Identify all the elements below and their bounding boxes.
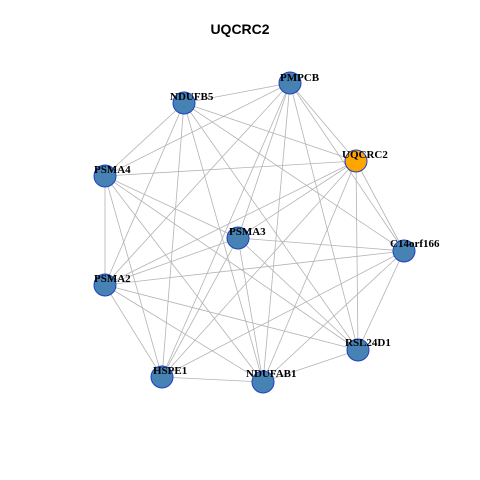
edge-PMPCB-HSPE1 [161, 82, 291, 378]
node-layer [93, 71, 416, 394]
edge-PSMA3-NDUFAB1 [237, 237, 264, 383]
edge-PSMA4-PSMA3 [104, 175, 239, 239]
edge-PSMA3-PSMA2 [104, 237, 239, 286]
edge-C14orf166-RSL24D1 [357, 250, 405, 351]
edge-PSMA4-RSL24D1 [104, 175, 359, 351]
edge-PMPCB-PSMA4 [104, 82, 291, 177]
node-label-NDUFB5: NDUFB5 [170, 91, 214, 103]
edge-PMPCB-NDUFAB1 [262, 82, 291, 383]
edge-PMPCB-RSL24D1 [289, 82, 359, 351]
node-HSPE1 [150, 365, 174, 389]
edge-PMPCB-PSMA2 [104, 82, 291, 286]
node-label-UQCRC2: UQCRC2 [342, 149, 388, 161]
node-label-PSMA3: PSMA3 [229, 226, 266, 238]
edge-UQCRC2-NDUFAB1 [262, 160, 357, 383]
node-label-PSMA4: PSMA4 [94, 164, 131, 176]
node-UQCRC2 [344, 149, 368, 173]
node-NDUFB5 [172, 91, 196, 115]
node-label-RSL24D1: RSL24D1 [345, 337, 391, 349]
edge-NDUFB5-RSL24D1 [183, 102, 359, 351]
node-label-PSMA2: PSMA2 [94, 273, 131, 285]
node-label-HSPE1: HSPE1 [153, 365, 187, 377]
edge-NDUFB5-PMPCB [183, 82, 291, 104]
label-layer: PMPCB NDUFB5UQCRC2PSMA4PSMA3C14orf166PSMA… [94, 72, 440, 380]
edge-UQCRC2-PSMA2 [104, 160, 357, 286]
edge-UQCRC2-RSL24D1 [355, 160, 359, 351]
edge-NDUFB5-UQCRC2 [183, 102, 357, 162]
edge-HSPE1-NDUFAB1 [161, 376, 264, 383]
edge-NDUFB5-PSMA4 [104, 102, 185, 177]
edge-NDUFB5-C14orf166 [183, 102, 405, 252]
node-label-C14orf166: C14orf166 [390, 238, 440, 250]
edge-NDUFB5-NDUFAB1 [183, 102, 264, 383]
node-PSMA3 [226, 226, 250, 250]
node-C14orf166 [392, 239, 416, 263]
edge-PSMA2-NDUFAB1 [104, 284, 264, 383]
edge-PMPCB-UQCRC2 [289, 82, 357, 162]
edge-PSMA3-RSL24D1 [237, 237, 359, 351]
edge-C14orf166-PSMA2 [104, 250, 405, 286]
node-PSMA2 [93, 273, 117, 297]
edge-PSMA2-HSPE1 [104, 284, 163, 378]
edge-UQCRC2-PSMA4 [104, 160, 357, 177]
edge-PSMA4-NDUFAB1 [104, 175, 264, 383]
edge-UQCRC2-C14orf166 [355, 160, 405, 252]
edge-layer [104, 82, 405, 383]
edge-PMPCB-PSMA3 [237, 82, 291, 239]
graph-title: UQCRC2 [210, 21, 270, 37]
edge-NDUFB5-HSPE1 [161, 102, 185, 378]
node-label-PMPCB: PMPCB [280, 72, 320, 84]
edge-PSMA3-C14orf166 [237, 237, 405, 252]
node-PSMA4 [93, 164, 117, 188]
edge-UQCRC2-HSPE1 [161, 160, 357, 378]
edge-C14orf166-NDUFAB1 [262, 250, 405, 383]
edge-PSMA2-RSL24D1 [104, 284, 359, 351]
edge-RSL24D1-NDUFAB1 [262, 349, 359, 383]
node-RSL24D1 [346, 338, 370, 362]
edge-C14orf166-HSPE1 [161, 250, 405, 378]
edge-PSMA4-HSPE1 [104, 175, 163, 378]
node-label-NDUFAB1: NDUFAB1 [246, 368, 297, 380]
edge-PSMA3-HSPE1 [161, 237, 239, 378]
node-PMPCB [278, 71, 302, 95]
edge-UQCRC2-PSMA3 [237, 160, 357, 239]
node-NDUFAB1 [251, 370, 275, 394]
